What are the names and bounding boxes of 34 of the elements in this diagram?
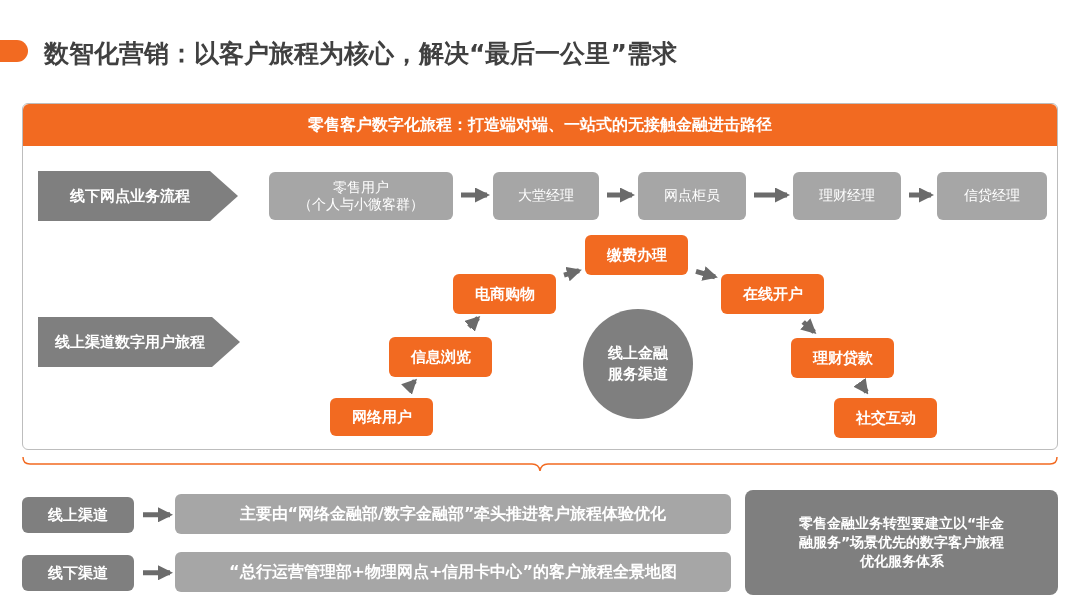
process-box: 大堂经理 xyxy=(493,172,599,220)
channel-tag: 线上渠道 xyxy=(22,497,134,533)
panel-heading: 零售客户数字化旅程：打造端对端、一站式的无接触金融进击路径 xyxy=(308,114,772,136)
journey-panel xyxy=(22,103,1058,450)
process-box: 理财经理 xyxy=(793,172,901,220)
step-box: 信息浏览 xyxy=(389,337,492,377)
step-box: 网络用户 xyxy=(330,398,433,436)
arrow xyxy=(754,187,790,203)
arrow xyxy=(401,378,417,395)
arrow xyxy=(909,187,934,203)
description-bar: “总行运营管理部+物理网点+信用卡中心”的客户旅程全景地图 xyxy=(175,552,731,592)
arrow xyxy=(695,266,718,281)
arrow xyxy=(143,565,173,581)
step-box: 缴费办理 xyxy=(585,235,688,275)
process-box: 零售用户 （个人与小微客群） xyxy=(269,172,453,220)
step-box: 在线开户 xyxy=(721,274,824,314)
summary-box: 零售金融业务转型要建立以“非金融服务”场景优先的数字客户旅程优化服务体系 xyxy=(745,490,1058,595)
process-box: 网点柜员 xyxy=(638,172,746,220)
arrow xyxy=(464,315,481,332)
arrow xyxy=(143,507,173,523)
arrow xyxy=(853,377,869,395)
step-box: 电商购物 xyxy=(453,274,556,314)
arrow xyxy=(607,187,635,203)
step-box: 理财贷款 xyxy=(791,338,894,378)
step-box: 社交互动 xyxy=(834,398,937,438)
arrow xyxy=(800,318,817,334)
process-box: 信贷经理 xyxy=(937,172,1047,220)
title: 数智化营销：以客户旅程为核心，解决“最后一公里”需求 xyxy=(44,38,677,70)
chevron-banner: 线下网点业务流程 xyxy=(38,171,238,221)
channel-tag: 线下渠道 xyxy=(22,555,134,591)
chevron-banner: 线上渠道数字用户旅程 xyxy=(38,317,240,367)
arrow xyxy=(461,187,490,203)
arrow xyxy=(563,266,582,282)
description-bar: 主要由“网络金融部/数字金融部”牵头推进客户旅程体验优化 xyxy=(175,494,731,534)
